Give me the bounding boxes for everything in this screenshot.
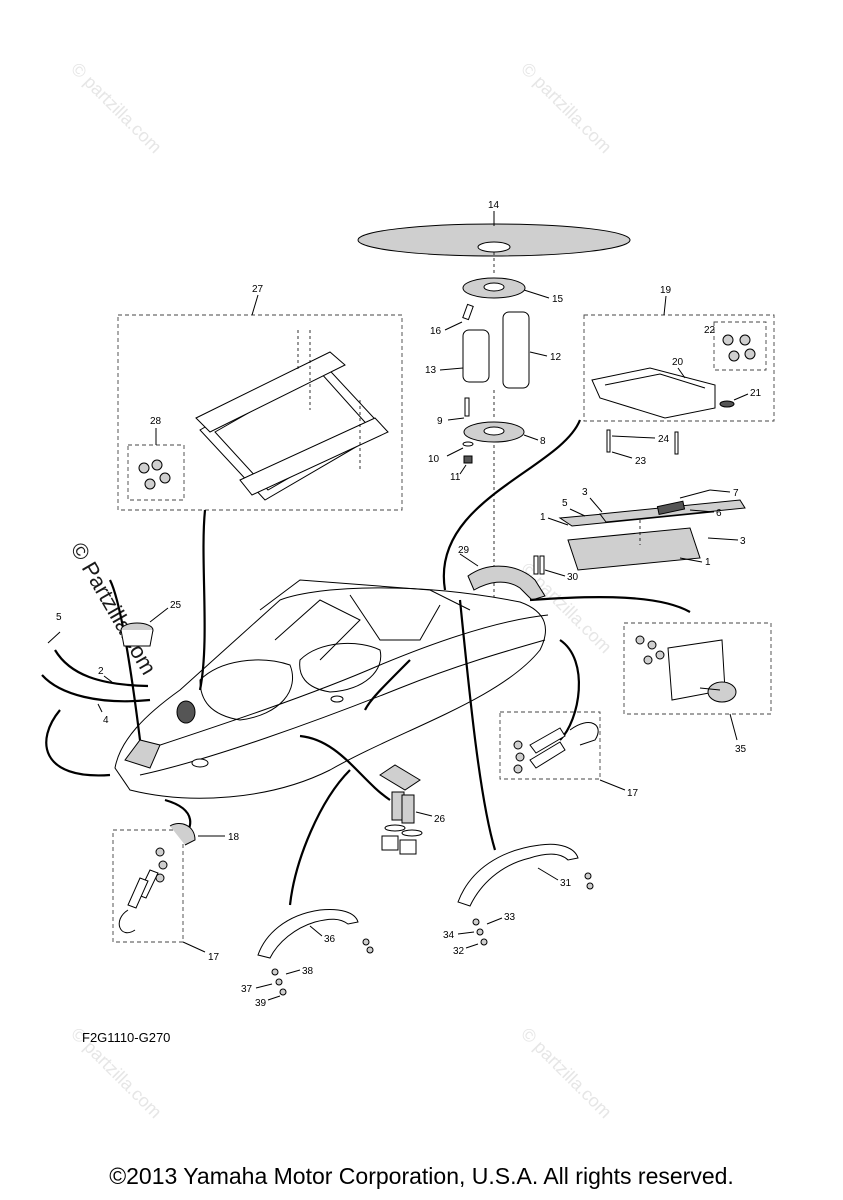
bimini-top-assembly: 14 15 16 13 12 9 8 10 11 xyxy=(357,200,631,600)
callout-3b: 3 xyxy=(740,536,746,547)
hull-outline xyxy=(114,587,546,799)
lower-rail xyxy=(567,527,701,571)
ladder-box-27 xyxy=(117,314,403,511)
callout-17: 17 xyxy=(627,788,639,799)
callout-23: 23 xyxy=(635,456,647,467)
hull-fitting xyxy=(176,700,196,724)
left-foam-pad xyxy=(462,329,490,383)
ladder-hardware-box-28 xyxy=(127,444,185,501)
callout-13: 13 xyxy=(425,365,437,376)
callout-4: 4 xyxy=(103,715,109,726)
callout-30: 30 xyxy=(567,572,579,583)
seat-bracket xyxy=(591,367,716,419)
seat-grommet xyxy=(719,400,735,408)
callout-1: 1 xyxy=(540,512,546,523)
callout-6: 6 xyxy=(716,508,722,519)
callout-19: 19 xyxy=(660,285,672,296)
rivet-pin xyxy=(462,303,474,321)
tow-eye-box-17-left xyxy=(112,829,184,943)
drain-plug-group: 26 xyxy=(379,764,446,855)
callout-27: 27 xyxy=(252,284,264,295)
callout-26: 26 xyxy=(434,814,446,825)
seat-base-box-19 xyxy=(583,314,775,422)
watermark-prominent: © Partzilla.com xyxy=(66,538,162,679)
callout-21: 21 xyxy=(750,388,762,399)
callout-5b: 5 xyxy=(56,612,62,623)
cleat xyxy=(467,565,546,601)
canopy-center-hole xyxy=(477,241,511,253)
callout-7: 7 xyxy=(733,488,739,499)
connector-lines xyxy=(45,419,691,906)
nut xyxy=(463,455,473,464)
callout-15: 15 xyxy=(552,294,564,305)
stern-eye-box-35 xyxy=(623,622,772,715)
callout-34: 34 xyxy=(443,930,455,941)
stern-eye-group: 35 xyxy=(623,622,772,755)
trim-strip-2 xyxy=(54,649,149,688)
callout-1b: 1 xyxy=(705,557,711,568)
cleat-group: 29 30 xyxy=(458,545,579,601)
callout-3: 3 xyxy=(582,487,588,498)
callout-12: 12 xyxy=(550,352,562,363)
watermark-bottom-right: © partzilla.com xyxy=(517,1024,615,1122)
watermark-top-left: © partzilla.com xyxy=(67,59,165,157)
rail-group: 1 1 3 3 5 6 7 xyxy=(540,487,746,571)
callout-32: 32 xyxy=(453,946,465,957)
callout-38: 38 xyxy=(302,966,314,977)
grab-handle-left-group: 36 38 37 39 xyxy=(241,909,374,1009)
callout-2: 2 xyxy=(98,666,104,677)
callout-10: 10 xyxy=(428,454,440,465)
callout-5: 5 xyxy=(562,498,568,509)
callout-25: 25 xyxy=(170,600,182,611)
boarding-ladder-group: 27 28 xyxy=(117,284,403,511)
callout-22: 22 xyxy=(704,325,716,336)
callout-31: 31 xyxy=(560,878,572,889)
callout-16: 16 xyxy=(430,326,442,337)
seat-base-group: 19 22 20 21 24 23 xyxy=(583,285,775,467)
callout-8: 8 xyxy=(540,436,546,447)
grab-handle-31 xyxy=(457,843,579,907)
callout-20: 20 xyxy=(672,357,684,368)
bolt xyxy=(464,397,470,417)
callout-33: 33 xyxy=(504,912,516,923)
tow-eye-right-group: 17 xyxy=(499,711,639,799)
callout-37: 37 xyxy=(241,984,253,995)
right-foam-pad xyxy=(502,311,530,389)
callout-9: 9 xyxy=(437,416,443,427)
seat-hardware-box-22 xyxy=(713,321,767,371)
callout-36: 36 xyxy=(324,934,336,945)
callout-28: 28 xyxy=(150,416,162,427)
callout-18: 18 xyxy=(228,832,240,843)
callout-39: 39 xyxy=(255,998,267,1009)
tow-eye-left-group: 18 17 xyxy=(112,823,240,963)
tow-eye-box-17-right xyxy=(499,711,601,780)
callout-17b: 17 xyxy=(208,952,220,963)
callout-24: 24 xyxy=(658,434,670,445)
callout-14: 14 xyxy=(488,200,500,211)
grab-handle-36 xyxy=(257,909,359,959)
washer xyxy=(462,441,474,447)
grab-handle-right-group: 31 33 34 32 xyxy=(443,843,594,957)
left-parts-group: 25 5 2 4 xyxy=(41,600,182,726)
callout-11: 11 xyxy=(450,472,461,483)
copyright-notice: ©2013 Yamaha Motor Corporation, U.S.A. A… xyxy=(109,1163,734,1189)
callout-35: 35 xyxy=(735,744,747,755)
diagram-code: F2G1110-G270 xyxy=(82,1030,171,1045)
boat-hull xyxy=(114,579,549,799)
callout-29: 29 xyxy=(458,545,470,556)
trim-strip-4 xyxy=(41,674,151,703)
watermark-top-right: © partzilla.com xyxy=(517,59,615,157)
